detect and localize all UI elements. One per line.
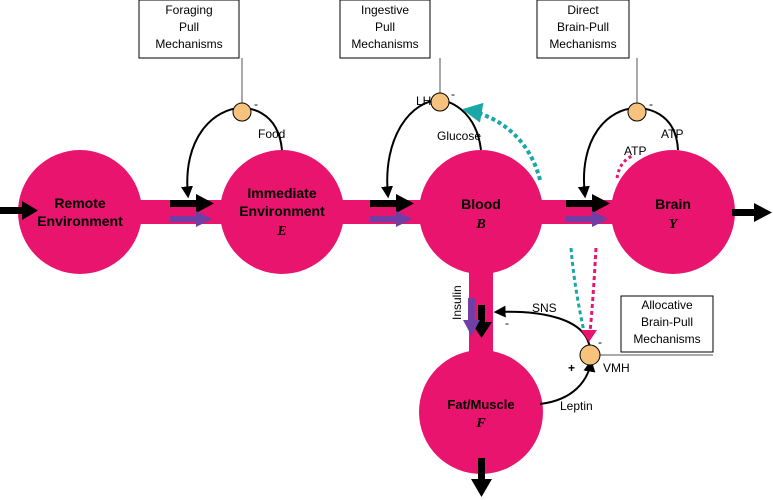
box-allocative: Allocative Brain-Pull Mechanisms xyxy=(620,295,714,353)
box-foraging-line2: Pull xyxy=(179,20,199,34)
box-allocative-line3: Mechanisms xyxy=(633,332,700,346)
brain-label: Brain xyxy=(655,196,691,212)
purple-arrow-down xyxy=(463,298,480,336)
pink-dashed-atp xyxy=(615,154,633,179)
teal-dashed-vmh xyxy=(569,247,586,333)
flow-arrow-blood-brain xyxy=(566,194,610,213)
label-sns: SNS xyxy=(532,301,557,315)
label-insulin: Insulin xyxy=(450,285,464,320)
flow-arrow-remote-immediate xyxy=(170,194,214,213)
immediate-symbol: E xyxy=(276,224,286,239)
brain-symbol: Y xyxy=(669,217,679,232)
vmh-input-arrowhead xyxy=(581,330,597,342)
box-foraging: Foraging Pull Mechanisms xyxy=(138,0,240,59)
control-node-foraging xyxy=(232,102,252,122)
box-foraging-line3: Mechanisms xyxy=(155,37,222,51)
fat-label: Fat/Muscle xyxy=(447,397,514,412)
flow-arrow-out xyxy=(732,203,772,222)
flow-arrow-in xyxy=(0,201,38,220)
sign-plus-leptin: + xyxy=(568,361,575,375)
box-ingestive-line2: Pull xyxy=(375,20,395,34)
box-allocative-line1: Allocative xyxy=(641,298,693,312)
node-immediate-environment xyxy=(220,150,344,274)
flow-arrow-immediate-blood xyxy=(370,194,414,213)
sign-minus-foraging: - xyxy=(254,97,258,111)
box-allocative-line2: Brain-Pull xyxy=(641,315,693,329)
label-vmh: VMH xyxy=(603,361,630,375)
label-leptin: Leptin xyxy=(560,399,593,413)
purple-arrow-1 xyxy=(170,211,212,227)
control-node-direct xyxy=(627,102,647,122)
label-lh: LH xyxy=(416,94,431,108)
box-foraging-line1: Foraging xyxy=(165,3,212,17)
pink-dashed-vmh xyxy=(588,247,598,333)
blood-symbol: B xyxy=(475,217,485,232)
blood-label: Blood xyxy=(461,196,501,212)
label-glucose: Glucose xyxy=(437,129,481,143)
remote-label-2: Environment xyxy=(37,213,123,229)
flow-arrow-bottom-out xyxy=(471,458,492,497)
immediate-label-2: Environment xyxy=(239,203,325,219)
control-node-vmh xyxy=(579,344,601,366)
node-fat-muscle xyxy=(419,350,543,474)
sign-minus-vmh: - xyxy=(598,335,602,349)
label-food: Food xyxy=(258,127,285,141)
box-direct-line1: Direct xyxy=(567,3,599,17)
control-node-lh xyxy=(430,92,450,112)
purple-arrow-2 xyxy=(370,211,412,227)
node-remote-environment xyxy=(18,150,142,274)
purple-arrow-3 xyxy=(566,211,608,227)
box-direct-line2: Brain-Pull xyxy=(557,20,609,34)
label-atp-1: ATP xyxy=(661,127,683,141)
label-atp-2: ATP xyxy=(624,144,646,158)
sign-minus-lh: - xyxy=(451,87,455,101)
feedback-loop-sns xyxy=(493,305,591,351)
box-direct-line3: Mechanisms xyxy=(549,37,616,51)
fat-symbol: F xyxy=(475,416,486,431)
node-blood xyxy=(419,150,543,274)
box-ingestive-line3: Mechanisms xyxy=(351,37,418,51)
immediate-label-1: Immediate xyxy=(247,185,316,201)
node-brain xyxy=(611,150,735,274)
box-ingestive: Ingestive Pull Mechanisms xyxy=(339,0,431,59)
sign-minus-direct: - xyxy=(649,97,653,111)
box-ingestive-line1: Ingestive xyxy=(361,3,409,17)
feedback-loop-leptin xyxy=(539,359,596,405)
remote-label-1: Remote xyxy=(54,195,106,211)
box-direct: Direct Brain-Pull Mechanisms xyxy=(536,0,630,59)
sign-minus-sns: - xyxy=(505,316,509,330)
teal-dashed-glucose xyxy=(462,102,542,181)
